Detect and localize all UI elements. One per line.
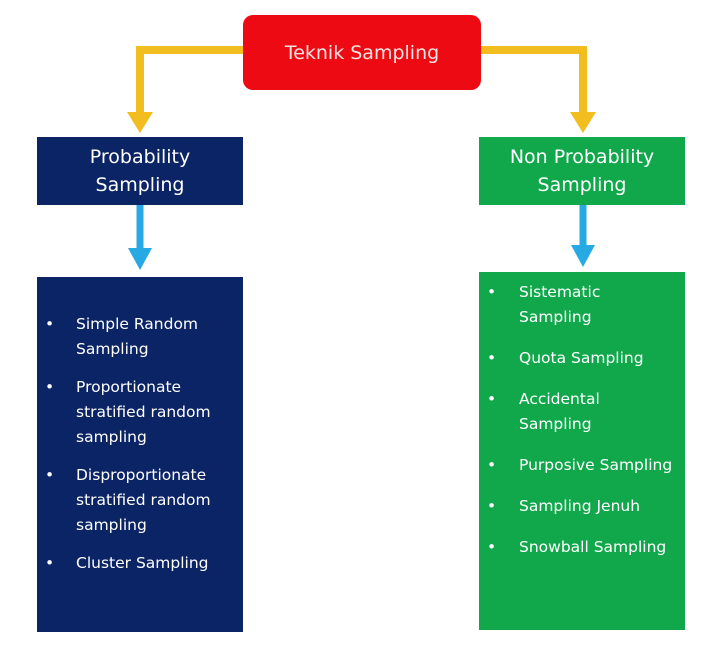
root-label: Teknik Sampling [284,41,440,64]
list-item: • Disproportionate stratified random samp… [45,463,235,538]
non-probability-methods-list: • Sistematic Sampling • Quota Sampling • Ac… [479,272,685,630]
bullet-icon: • [487,390,497,408]
list-item-label: Sistematic Sampling [519,283,601,326]
bullet-icon: • [45,315,55,333]
list-item: • Sistematic Sampling [487,280,677,330]
root-node: Teknik Sampling [243,15,481,90]
list-item: • Purposive Sampling [487,453,677,478]
bullet-icon: • [45,378,55,396]
list-item: • Proportionate stratified random samplin… [45,375,235,450]
non-probability-title-line2: Sampling [537,174,627,196]
list-item: • Quota Sampling [487,346,677,371]
bullet-icon: • [45,554,55,572]
list-item: • Sampling Jenuh [487,494,677,519]
probability-title-line2: Sampling [95,174,185,196]
list-item-label: Disproportionate stratified random sampl… [76,466,211,534]
arrowhead-probability-list [128,248,152,270]
bullet-icon: • [487,349,497,367]
bullet-icon: • [487,456,497,474]
probability-sampling-node: Probability Sampling [37,137,243,205]
list-item-label: Sampling Jenuh [519,497,641,515]
list-item-label: Cluster Sampling [76,554,209,572]
arrowhead-probability [127,112,153,133]
connector-root-to-probability [136,46,243,118]
arrowhead-non-probability [570,112,596,133]
list-item: • Snowball Sampling [487,535,677,560]
list-item-label: Accidental Sampling [519,390,600,433]
probability-title-line1: Probability [89,146,191,168]
list-item-label: Simple Random Sampling [76,315,199,358]
bullet-icon: • [487,538,497,556]
probability-methods-list: • Simple Random Sampling • Proportionate s… [37,277,243,632]
list-item: • Simple Random Sampling [45,312,235,362]
list-item: • Accidental Sampling [487,387,677,437]
bullet-icon: • [45,466,55,484]
non-probability-title-line1: Non Probability [509,146,655,168]
connector-root-to-non-probability [481,46,587,118]
list-item-label: Snowball Sampling [519,538,667,556]
bullet-icon: • [487,497,497,515]
arrowhead-non-probability-list [571,245,595,267]
list-item-label: Purposive Sampling [519,456,673,474]
list-item-label: Proportionate stratified random sampling [76,378,211,446]
list-item-label: Quota Sampling [519,349,644,367]
non-probability-sampling-node: Non Probability Sampling [479,137,685,205]
bullet-icon: • [487,283,497,301]
list-item: • Cluster Sampling [45,551,235,576]
